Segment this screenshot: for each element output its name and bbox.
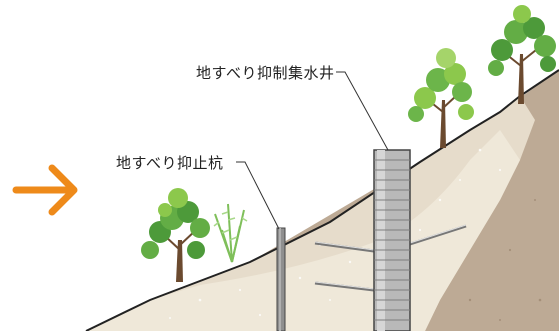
restraint-pile xyxy=(276,227,286,331)
sliding-mass xyxy=(86,130,520,331)
restraint-pile-label: 地すべり抑止杭 xyxy=(116,154,224,172)
fern-icon xyxy=(213,203,248,263)
ground-surface-line xyxy=(85,69,559,331)
tree-icon xyxy=(141,188,210,282)
well-leader-line xyxy=(336,71,389,151)
pile-leader-line xyxy=(236,161,280,230)
bedrock-speckles xyxy=(468,199,542,321)
arrow-right-icon xyxy=(12,164,78,216)
collection-well xyxy=(373,149,411,331)
tree-icon xyxy=(408,48,474,148)
collection-well-label: 地すべり抑制集水井 xyxy=(196,64,335,82)
tree-icon xyxy=(488,5,556,104)
drain-pipes-highlight xyxy=(314,224,467,290)
drain-pipes xyxy=(314,224,467,292)
